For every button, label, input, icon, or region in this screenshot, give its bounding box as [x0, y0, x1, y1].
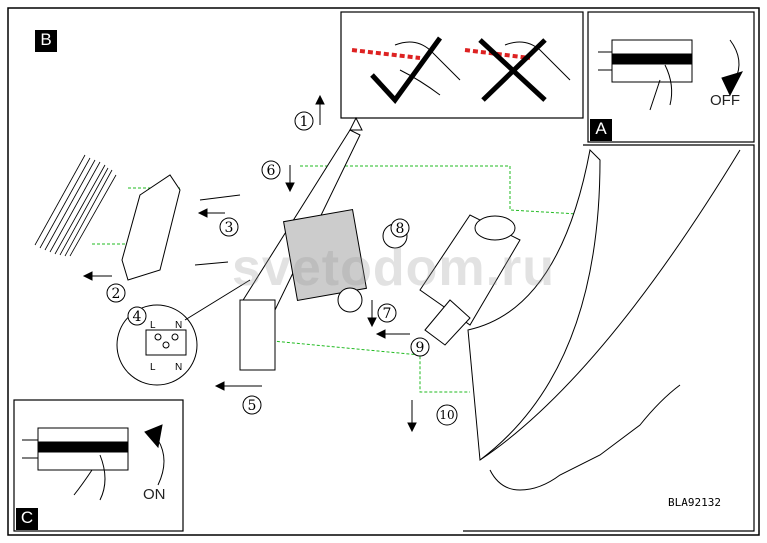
- step-5: 5: [248, 398, 257, 414]
- step-2-circle: [106, 283, 126, 303]
- watermark: svetodom.ru: [232, 239, 556, 297]
- step-7-circle: [377, 303, 397, 323]
- panel-c-label: C: [16, 508, 38, 530]
- step-5-circle: [242, 395, 262, 415]
- tester-incorrect-illustration: [464, 38, 571, 102]
- breaker-on-illustration: [22, 424, 165, 501]
- top-check-panel: [340, 11, 584, 119]
- step-9-circle: [410, 337, 430, 357]
- step-3-circle: [219, 217, 239, 237]
- direction-arrows: [82, 94, 417, 433]
- terminal-l-label-bottom: L: [150, 362, 156, 373]
- tester-correct-illustration: [351, 36, 461, 104]
- step-8: 8: [396, 221, 405, 237]
- panel-c-frame: [13, 399, 184, 532]
- terminal-n-label: N: [175, 320, 182, 331]
- step-1-circle: [294, 111, 314, 131]
- panel-a-frame: [587, 11, 755, 143]
- terminal-l-label: L: [150, 320, 156, 331]
- shade-frame: [463, 144, 755, 532]
- step-7: 7: [383, 306, 392, 322]
- panel-b-label: B: [35, 30, 57, 52]
- off-text: OFF: [710, 92, 740, 109]
- terminal-block-detail: [116, 279, 251, 386]
- on-text: ON: [143, 486, 166, 503]
- step-10: 10: [439, 408, 454, 422]
- panel-a-label: A: [590, 119, 612, 141]
- step-6-circle: [261, 160, 281, 180]
- step-8-circle: [390, 218, 410, 238]
- model-code: BLA92132: [668, 496, 721, 509]
- step-10-circle: [436, 404, 458, 426]
- step-3: 3: [225, 220, 234, 236]
- breaker-off-illustration: [598, 39, 743, 111]
- step-4: 4: [133, 309, 142, 325]
- step-4-circle: [127, 306, 147, 326]
- step-6: 6: [267, 163, 276, 179]
- lamp-body: [239, 116, 408, 371]
- wall-hatching: [34, 154, 117, 257]
- step-2: 2: [112, 286, 121, 302]
- step-numbers: [106, 111, 458, 426]
- step-9: 9: [416, 340, 425, 356]
- mounting-bracket: [121, 174, 241, 281]
- outer-frame: [7, 7, 760, 536]
- step-1: 1: [300, 114, 309, 130]
- lamp-tube: [419, 214, 521, 346]
- lamp-shade: [467, 148, 741, 491]
- terminal-n-label-bottom: N: [175, 362, 182, 373]
